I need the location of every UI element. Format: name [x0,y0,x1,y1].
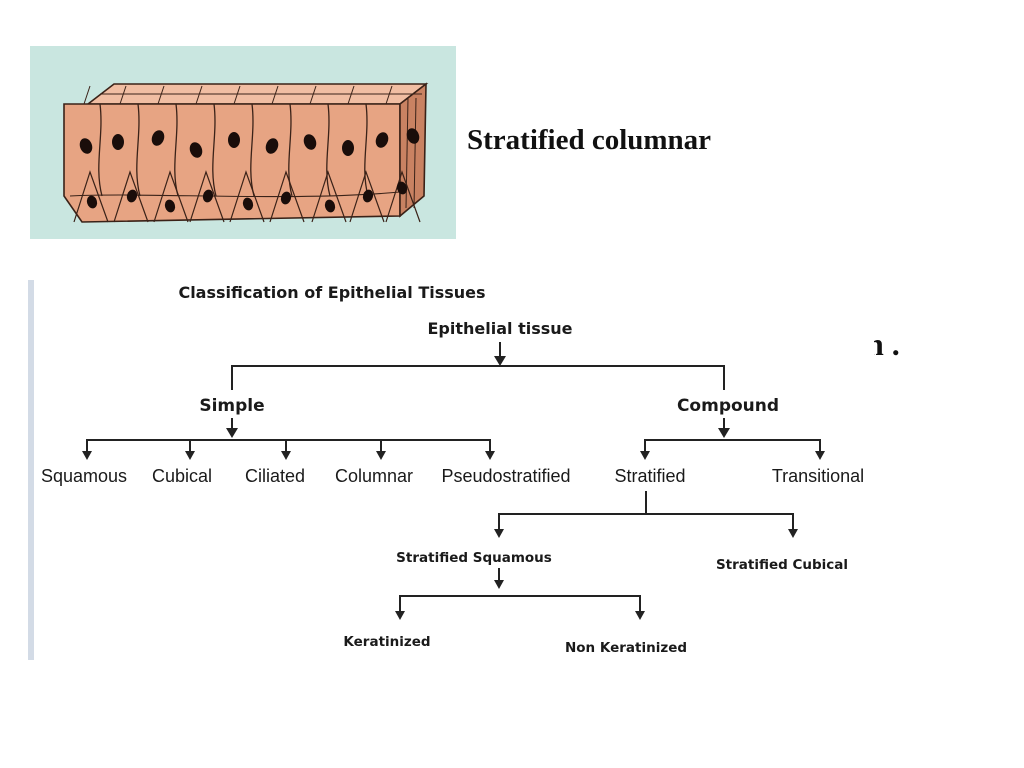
nucleus [151,130,165,146]
classification-tree: Classification of Epithelial Tissues Epi… [41,283,864,656]
arrow-pseudostratified [485,451,495,460]
cell-boundary [157,85,165,105]
cell-boundaries [69,85,422,223]
nucleus [242,197,254,211]
node-pseudostratified: Pseudostratified [441,466,570,486]
nucleus [265,138,279,154]
cell-boundary [136,103,141,197]
cell-boundary [83,85,91,105]
node-stratified-cubical: Stratified Cubical [716,557,848,573]
cell-boundary [347,85,355,105]
tissue-front-face [63,103,401,223]
node-cubical: Cubical [152,466,212,486]
nucleus [189,142,203,158]
cell-boundary [349,170,385,223]
node-simple: Simple [199,396,264,416]
cell-boundary [364,103,369,197]
occluded-text-fragment: n . [866,326,900,362]
nucleus [79,138,93,154]
cell-boundary [119,85,127,105]
nucleus [406,128,420,144]
node-compound: Compound [677,396,779,416]
nucleus [280,191,292,205]
cell-boundary [309,85,317,105]
cell-boundary [311,170,347,223]
cell-boundary [195,85,203,105]
nucleus [362,189,374,203]
arrow-root [494,356,506,366]
node-keratinized: Keratinized [343,634,430,650]
arrow-non-keratinized [635,611,645,620]
nucleus [112,134,124,150]
nucleus [396,181,408,195]
nucleus [228,132,240,148]
node-stratified: Stratified [614,466,685,486]
classification-diagram: Classification of Epithelial Tissues Epi… [28,280,874,660]
arrow-simple [226,428,238,438]
arrow-stratified-squamous [494,529,504,538]
cell-boundary [98,103,103,197]
slide-caption: Stratified columnar [467,124,712,156]
cell-boundary [153,170,189,223]
arrow-keratinized [395,611,405,620]
cell-boundary [250,103,255,197]
cell-boundary [69,191,401,198]
cell-boundary [174,103,179,197]
cell-boundary [385,85,393,105]
cell-nuclei [79,128,420,213]
nucleus [375,132,389,148]
nucleus [342,140,354,156]
arrow-transitional [815,451,825,460]
nucleus [164,199,176,213]
nucleus [303,134,317,150]
arrow-cubical [185,451,195,460]
cell-boundary [212,103,217,197]
nucleus [126,189,138,203]
cell-boundary [269,170,305,223]
cell-boundary [288,103,293,197]
node-stratified-squamous: Stratified Squamous [396,550,552,566]
arrow-squamous [82,451,92,460]
diagram-title: Classification of Epithelial Tissues [178,283,485,302]
cell-boundary [189,170,225,223]
node-ciliated: Ciliated [245,466,305,486]
arrow-stratified-cubical [788,529,798,538]
cell-boundary [271,85,279,105]
tissue-side-face [399,82,427,218]
cell-boundary [413,97,417,209]
cell-boundary [326,103,331,197]
node-non-keratinized: Non Keratinized [565,640,687,656]
node-columnar: Columnar [335,466,413,486]
nucleus [202,189,214,203]
cell-boundary [233,85,241,105]
arrow-squamous-stem [494,580,504,589]
cell-boundary [73,170,109,223]
cell-boundary [229,170,265,223]
arrow-columnar [376,451,386,460]
stratified-columnar-illustration [30,46,456,239]
arrow-compound [718,428,730,438]
node-squamous: Squamous [41,466,127,486]
nucleus [324,199,336,213]
node-epithelial-tissue: Epithelial tissue [428,319,573,338]
epithelium-drawing [30,46,456,239]
arrow-stratified [640,451,650,460]
nucleus [86,195,98,209]
arrow-ciliated [281,451,291,460]
cell-boundary [113,170,149,223]
node-transitional: Transitional [772,466,864,486]
